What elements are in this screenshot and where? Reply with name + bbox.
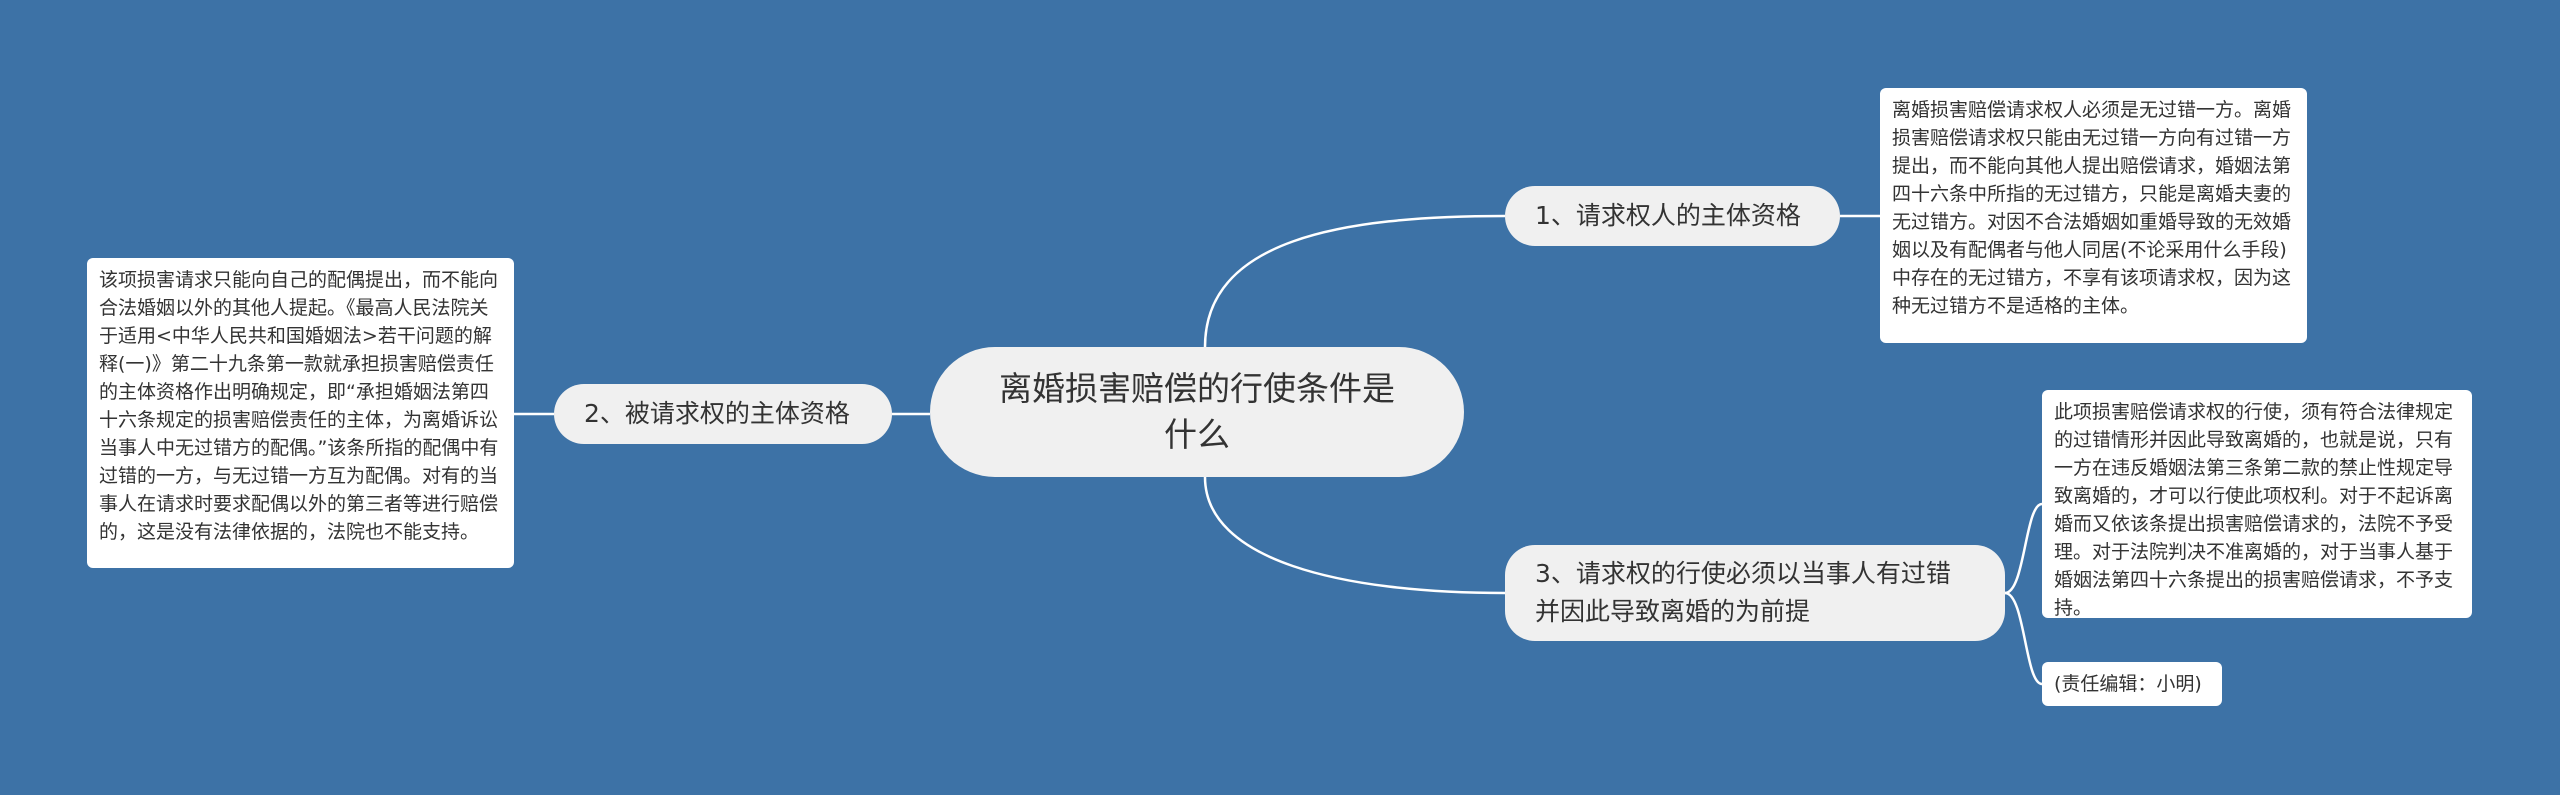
connector-root-topic3 — [1203, 476, 1506, 595]
topic-label: 1、请求权人的主体资格 — [1535, 201, 1801, 230]
connector-topic3-note3 — [2004, 502, 2043, 595]
note-text: 此项损害赔偿请求权的行使，须有符合法律规定的过错情形并因此导致离婚的，也就是说，… — [2054, 401, 2454, 619]
root-node[interactable]: 离婚损害赔偿的行使条件是什么 — [930, 347, 1464, 477]
topic-label: 3、请求权的行使必须以当事人有过错并因此导致离婚的为前提 — [1535, 559, 1951, 626]
note-node-2[interactable]: 该项损害请求只能向自己的配偶提出，而不能向合法婚姻以外的其他人提起。《最高人民法… — [87, 258, 514, 568]
connector-root-topic1 — [1203, 214, 1506, 348]
topic-node-2[interactable]: 2、被请求权的主体资格 — [554, 384, 892, 444]
note-text: 离婚损害赔偿请求权人必须是无过错一方。离婚损害赔偿请求权只能由无过错一方向有过错… — [1892, 99, 2292, 317]
editor-credit: (责任编辑：小明) — [2054, 673, 2202, 695]
topic-node-1[interactable]: 1、请求权人的主体资格 — [1505, 186, 1840, 246]
note-node-3[interactable]: 此项损害赔偿请求权的行使，须有符合法律规定的过错情形并因此导致离婚的，也就是说，… — [2042, 390, 2472, 619]
note-text: 该项损害请求只能向自己的配偶提出，而不能向合法婚姻以外的其他人提起。《最高人民法… — [99, 269, 499, 543]
note-node-1[interactable]: 离婚损害赔偿请求权人必须是无过错一方。离婚损害赔偿请求权只能由无过错一方向有过错… — [1880, 88, 2307, 343]
topic-label: 2、被请求权的主体资格 — [584, 399, 850, 428]
topic-node-3[interactable]: 3、请求权的行使必须以当事人有过错并因此导致离婚的为前提 — [1505, 545, 2005, 641]
connector-topic3-note4 — [2004, 591, 2043, 686]
note-node-editor[interactable]: (责任编辑：小明) — [2042, 662, 2222, 706]
root-title: 离婚损害赔偿的行使条件是什么 — [999, 369, 1395, 454]
